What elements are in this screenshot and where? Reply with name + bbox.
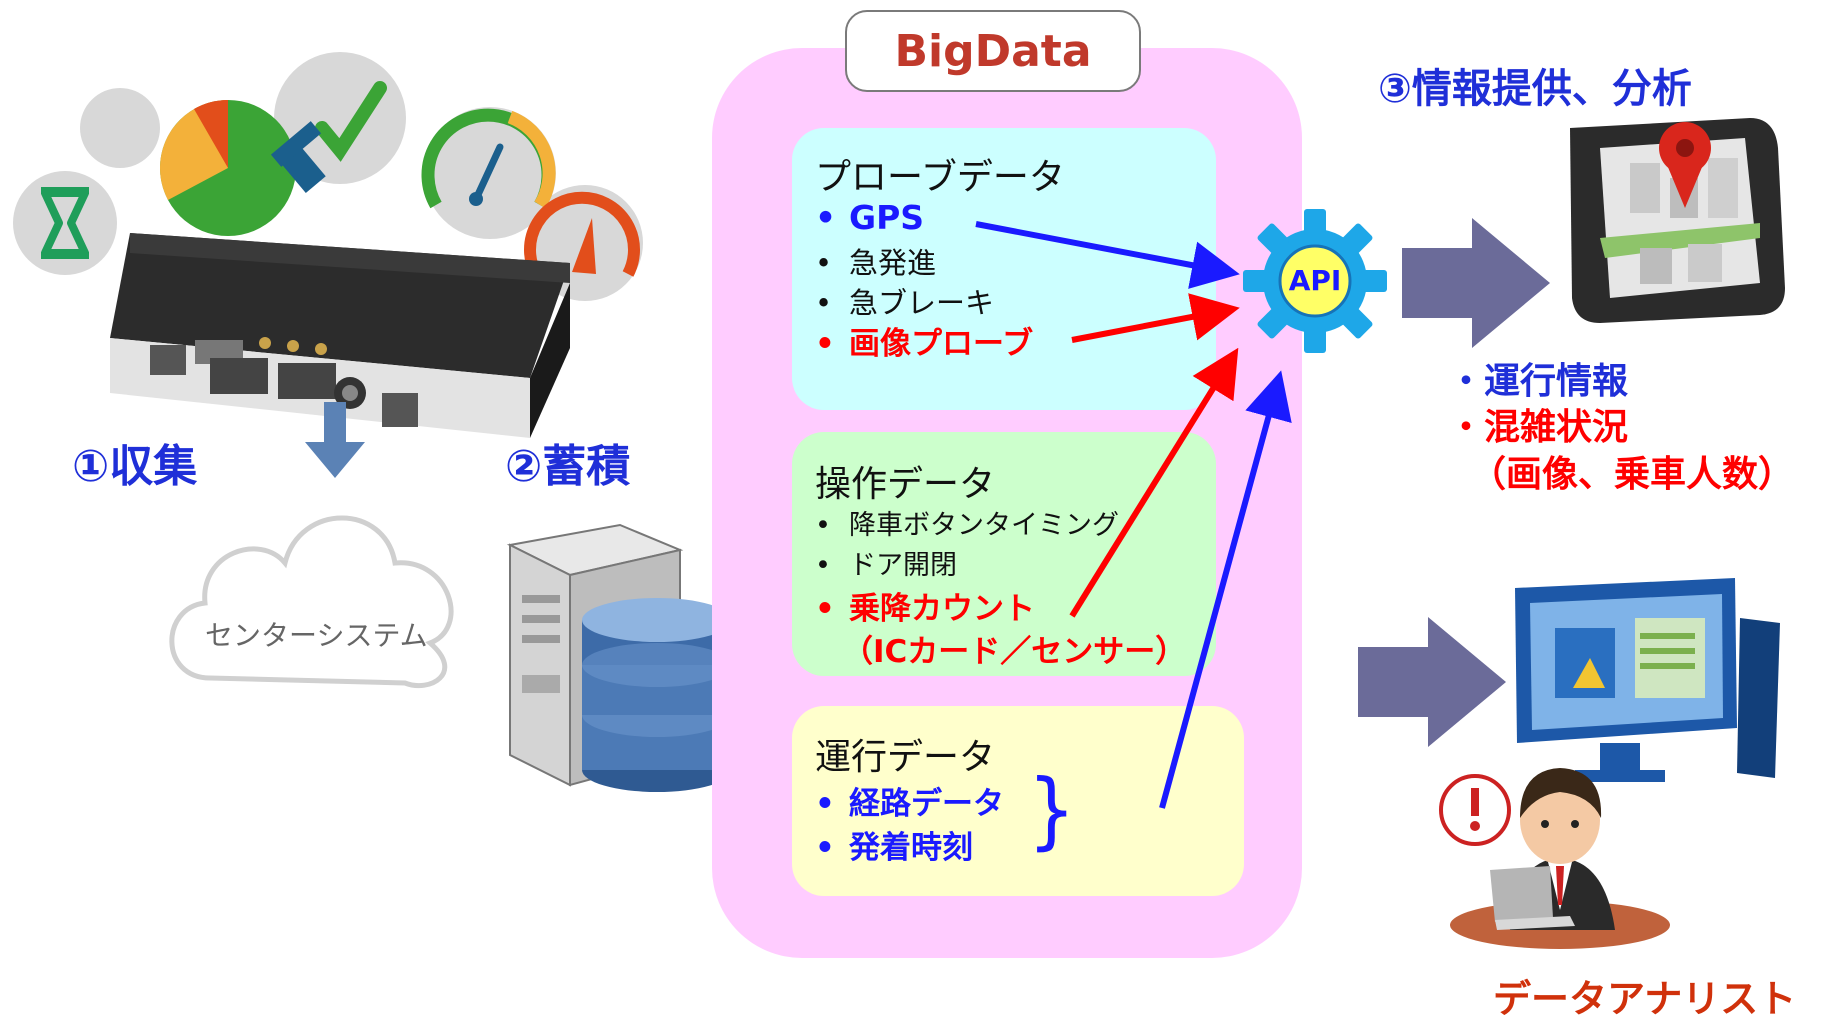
probe-item-image-probe: •画像プローブ: [815, 326, 1034, 362]
operation-data-title: 操作データ: [815, 464, 996, 505]
running-item-route: •経路データ: [815, 786, 1004, 822]
output-arrow-analyst: [1358, 617, 1506, 747]
output-arrow-phone: [1402, 218, 1550, 348]
probe-item-gps: •GPS: [815, 198, 925, 237]
probe-data-group: [792, 128, 1216, 410]
smartphone-map-icon: [1570, 118, 1785, 323]
output-congestion-sub: （画像、乗車人数）: [1470, 454, 1795, 495]
image-probe-to-api-arrow: [1071, 293, 1240, 343]
running-data-group: [792, 706, 1244, 896]
bullet-icon: •: [815, 786, 835, 822]
bigdata-title: BigData: [845, 10, 1141, 92]
step-provide-label: ③情報提供、分析: [1378, 66, 1692, 112]
bullet-icon: •: [815, 326, 835, 362]
probe-item-sudden-brake: •急ブレーキ: [815, 286, 995, 320]
probe-data-title: プローブデータ: [815, 157, 1065, 198]
operation-data-group: [792, 432, 1216, 676]
output-congestion: ・混雑状況: [1448, 407, 1629, 448]
analyst-person-icon: [1439, 768, 1670, 949]
output-operation-info: ・運行情報: [1448, 361, 1629, 402]
bullet-icon: •: [815, 550, 831, 581]
cloud-icon: [169, 515, 454, 689]
server-database-icon: [506, 523, 732, 792]
api-label: API: [1288, 264, 1342, 297]
probe-item-sudden-start: •急発進: [815, 246, 937, 280]
operation-item-passenger-count: •乗降カウント: [815, 591, 1035, 627]
api-gear-icon: [1243, 209, 1387, 353]
gps-to-api-arrow: [975, 221, 1240, 289]
vehicle-device-icon: [13, 52, 643, 438]
bullet-icon: •: [815, 198, 837, 237]
running-brace: }: [1027, 761, 1076, 859]
running-data-to-api-arrow: [1159, 370, 1292, 809]
monitor-icon: [1515, 578, 1780, 782]
passenger-count-to-api-arrow: [1069, 347, 1239, 618]
step-collect-label: ①収集: [72, 441, 198, 492]
bullet-icon: •: [815, 286, 833, 320]
running-data-title: 運行データ: [815, 737, 996, 778]
bullet-icon: •: [815, 591, 835, 627]
down-arrow-icon: [305, 402, 365, 478]
operation-item-door: •ドア開閉: [815, 550, 957, 581]
running-item-timetable: •発着時刻: [815, 830, 973, 866]
operation-item-alight-button: •降車ボタンタイミング: [815, 510, 1119, 541]
step-store-label: ②蓄積: [505, 441, 631, 492]
bullet-icon: •: [815, 246, 833, 280]
operation-item-passenger-count-sub: （ICカード／センサー）: [842, 634, 1187, 670]
analyst-label: データアナリスト: [1493, 977, 1797, 1021]
cloud-label: センターシステム: [205, 619, 428, 652]
bullet-icon: •: [815, 510, 831, 541]
bullet-icon: •: [815, 830, 835, 866]
